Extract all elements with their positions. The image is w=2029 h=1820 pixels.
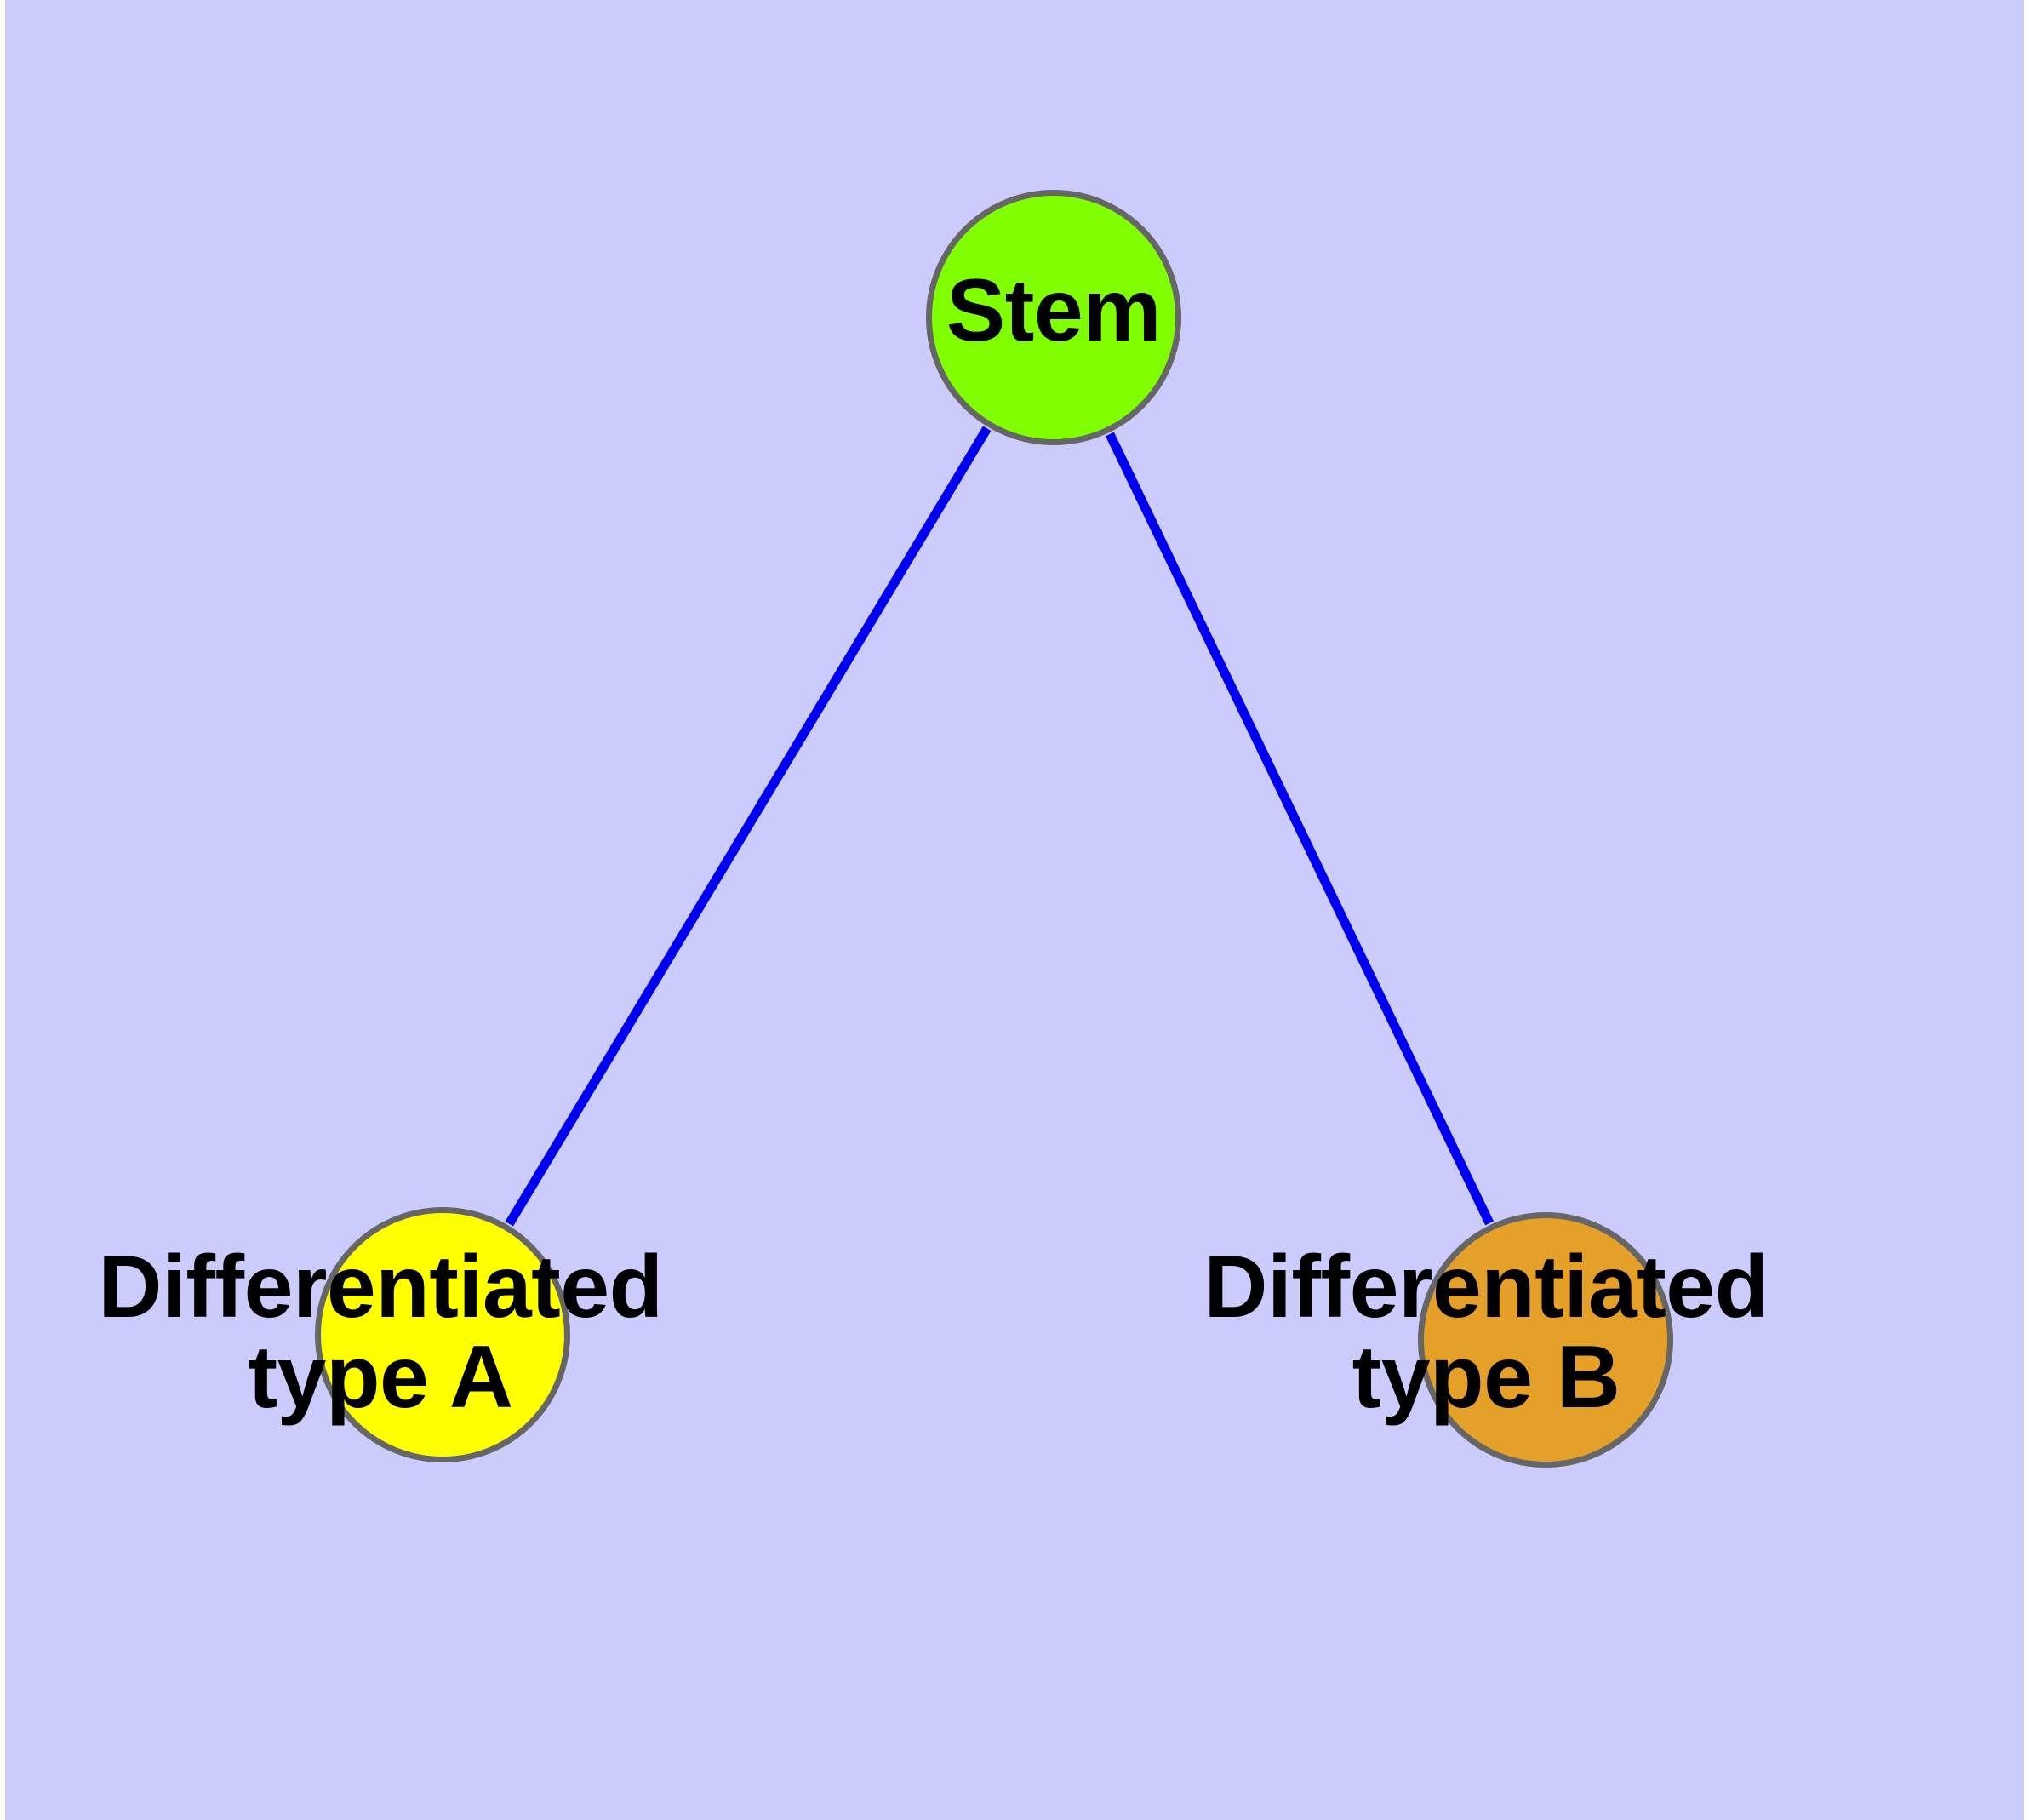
node-label-diff_a: Differentiated type A — [98, 1238, 663, 1427]
graph-edge — [505, 426, 992, 1227]
node-label-stem: Stem — [946, 261, 1162, 360]
graph-node-diff_b[interactable] — [1418, 1212, 1673, 1468]
edge-layer — [505, 426, 1495, 1227]
graph-edge — [1105, 432, 1495, 1226]
node-label-diff_b: Differentiated type B — [1203, 1238, 1769, 1427]
graph-node-stem[interactable] — [926, 190, 1181, 445]
graph-node-diff_a[interactable] — [315, 1207, 570, 1462]
node-layer — [315, 190, 1673, 1468]
